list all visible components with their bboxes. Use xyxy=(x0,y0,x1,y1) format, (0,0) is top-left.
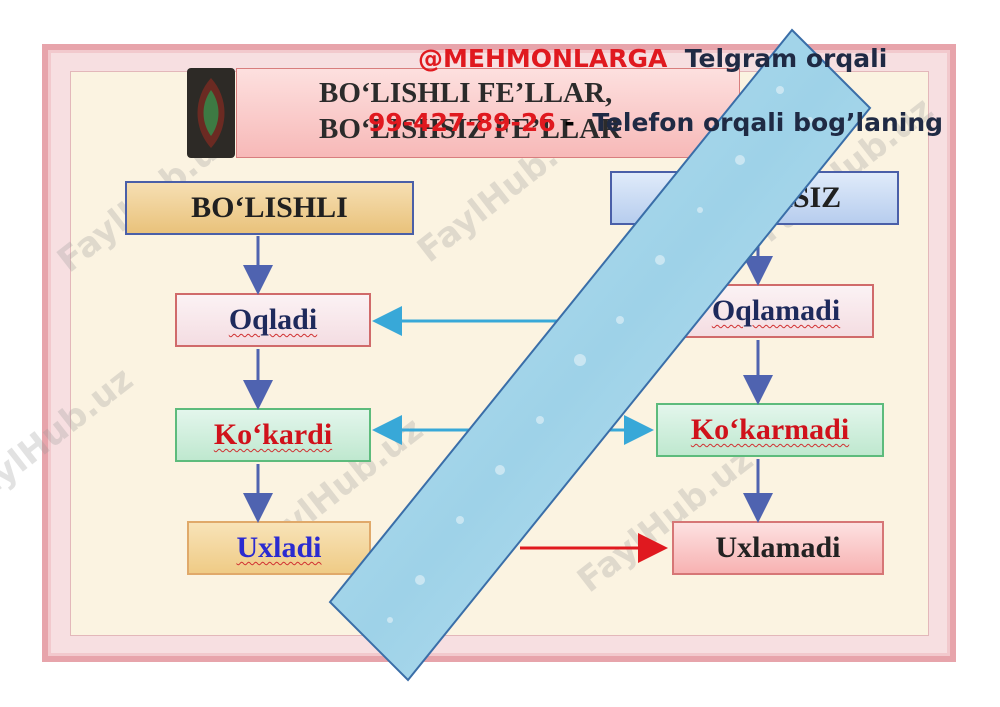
ornament-shape-inner xyxy=(203,90,219,136)
overlay-phone: 99-427-89-26 xyxy=(368,108,556,137)
overlay-handle: @MEHMONLARGA xyxy=(418,44,668,73)
diagonal-overlay-bar xyxy=(328,28,872,682)
title-line-1: BO‘LISHLI FE’LLAR, xyxy=(319,77,613,109)
left-column-header: BO‘LISHLI xyxy=(125,181,414,235)
node-label: Uxlamadi xyxy=(715,531,841,564)
ornament-pattern xyxy=(197,78,225,148)
title-line-2: BO‘LISHSIZ FE’LLAR xyxy=(319,113,622,145)
ornament-icon xyxy=(187,68,235,158)
node-kokardi: Ko‘kardi xyxy=(175,408,371,462)
overlay-contact-line-1: @MEHMONLARGA Telgram orqali xyxy=(418,44,887,73)
node-label: Uxladi xyxy=(236,531,322,564)
overlay-contact-line-2: 99-427-89-26 - Telefon orqali bog’laning xyxy=(368,108,944,137)
node-label: Ko‘kardi xyxy=(213,418,333,451)
node-label: Ko‘karmadi xyxy=(690,413,850,446)
overlay-phone-text: Telefon orqali bog’laning xyxy=(592,108,944,137)
node-label: Oqlamadi xyxy=(711,294,841,327)
node-label: Oqladi xyxy=(228,303,318,336)
title-banner: BO‘LISHLI FE’LLAR, BO‘LISHSIZ FE’LLAR xyxy=(236,68,740,158)
overlay-telegram-text: Telgram orqali xyxy=(684,44,888,73)
water-droplets xyxy=(387,86,813,623)
node-oqlamadi: Oqlamadi xyxy=(678,284,874,338)
node-uxladi: Uxladi xyxy=(187,521,371,575)
node-uxlamadi: Uxlamadi xyxy=(672,521,884,575)
node-oqladi: Oqladi xyxy=(175,293,371,347)
